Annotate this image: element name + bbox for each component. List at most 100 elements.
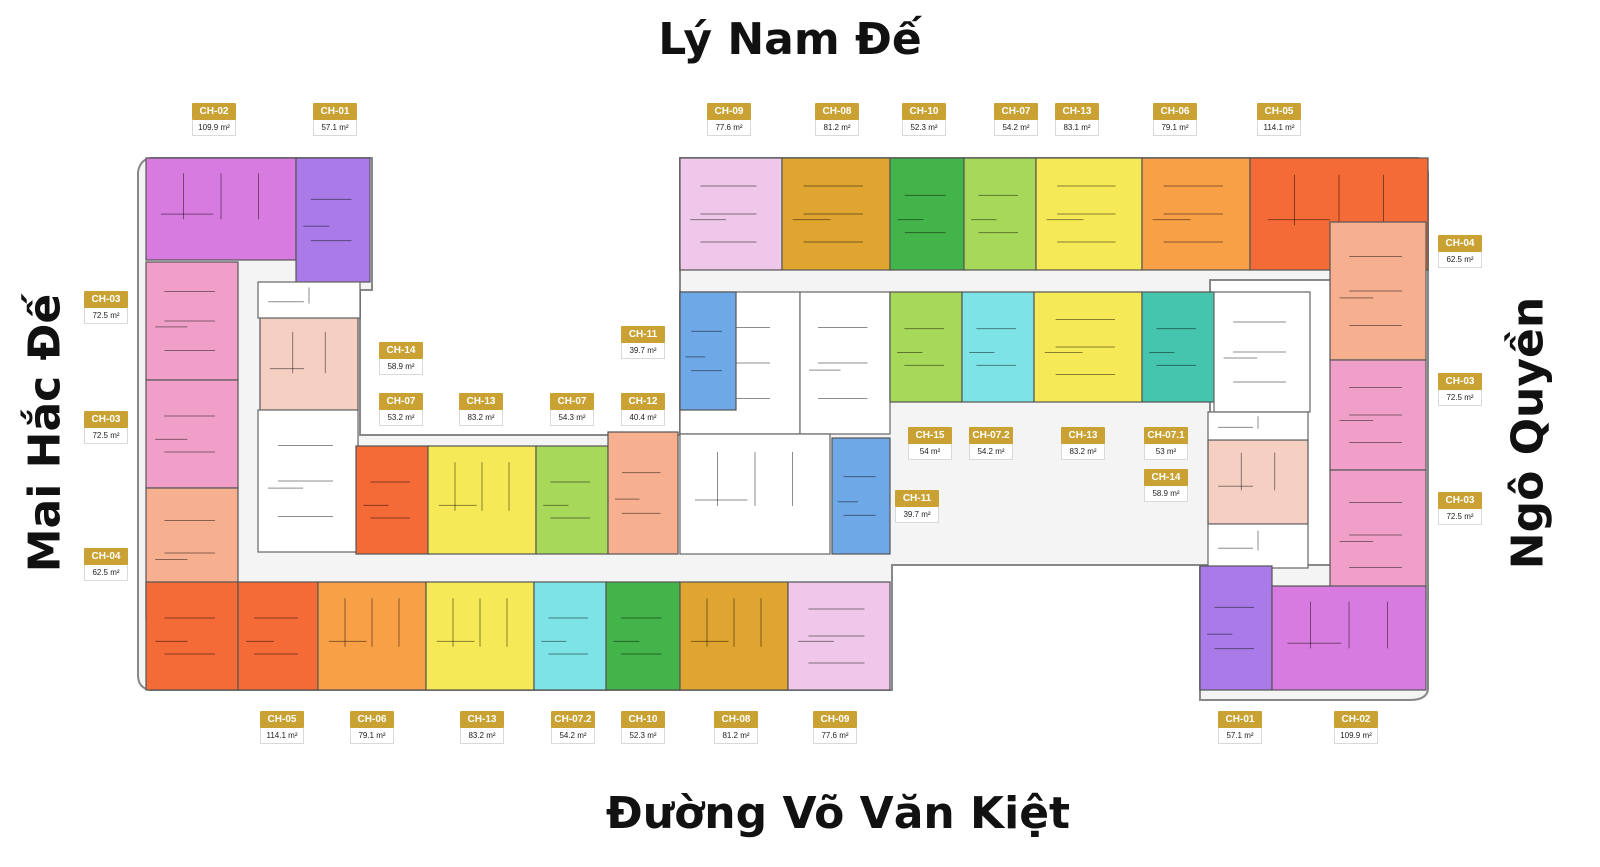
core-center-lower	[679, 433, 831, 555]
unit-code: CH-03	[84, 291, 128, 308]
unit-ch-05-bottom-a	[145, 581, 239, 691]
unit-code: CH-10	[621, 711, 665, 728]
unit-ch-02-top	[145, 157, 297, 261]
unit-ch-11-lower-walls	[837, 476, 876, 516]
unit-ch-03-right-a-walls	[1339, 387, 1402, 443]
unit-code: CH-11	[895, 490, 939, 507]
core-right-walls	[1223, 321, 1286, 383]
unit-area: 58.9 m²	[1144, 486, 1188, 502]
core-center	[799, 291, 891, 435]
unit-ch-05-top-walls	[1267, 174, 1384, 226]
unit-ch-07-top-walls	[971, 194, 1018, 234]
unit-ch-09-top	[679, 157, 783, 271]
unit-ch-02-bottom-walls	[1287, 601, 1388, 649]
unit-code: CH-04	[84, 548, 128, 565]
unit-area: 83.2 m²	[460, 728, 504, 744]
unit-area: 72.5 m²	[84, 308, 128, 324]
core-left-top-walls	[268, 287, 310, 304]
unit-ch-01-top	[295, 157, 371, 283]
unit-ch-01-bottom-walls	[1207, 606, 1254, 650]
street-label-bottom: Đường Võ Văn Kiệt	[605, 788, 1071, 839]
unit-area: 58.9 m²	[379, 359, 423, 375]
unit-area: 109.9 m²	[1334, 728, 1378, 744]
unit-ch-13-top	[1035, 157, 1143, 271]
unit-ch-02-top-walls	[161, 173, 259, 220]
unit-area: 54.2 m²	[994, 120, 1038, 136]
core-right-lower	[1207, 523, 1309, 569]
unit-ch-03-left-b	[145, 379, 239, 489]
unit-area: 39.7 m²	[895, 507, 939, 523]
unit-ch-11-center-walls	[685, 330, 722, 372]
unit-ch-14-right-walls	[1218, 452, 1276, 491]
unit-ch-11-center	[679, 291, 737, 411]
unit-ch-07-mid-b	[535, 445, 609, 555]
unit-code: CH-07	[994, 103, 1038, 120]
unit-ch-03-right-b-walls	[1339, 502, 1402, 568]
unit-ch-15	[889, 291, 963, 403]
unit-ch-03-right-a	[1329, 359, 1427, 471]
unit-code: CH-14	[379, 342, 423, 359]
unit-ch-06-bottom	[317, 581, 427, 691]
unit-ch-05-bottom-a-walls	[155, 617, 215, 655]
core-left-stair-walls	[268, 445, 333, 517]
unit-ch-05-bottom-b	[237, 581, 319, 691]
unit-code: CH-08	[815, 103, 859, 120]
unit-ch-06-top-walls	[1152, 185, 1223, 243]
unit-code: CH-03	[84, 411, 128, 428]
unit-area: 52.3 m²	[902, 120, 946, 136]
unit-area: 54.2 m²	[969, 444, 1013, 460]
unit-area: 83.2 m²	[1061, 444, 1105, 460]
unit-code: CH-01	[1218, 711, 1262, 728]
unit-ch-10-bottom	[605, 581, 681, 691]
unit-code: CH-01	[313, 103, 357, 120]
unit-ch-10-top	[889, 157, 965, 271]
unit-area: 83.2 m²	[459, 410, 503, 426]
unit-ch-08-bottom	[679, 581, 789, 691]
unit-ch-03-left-b-walls	[155, 415, 215, 453]
unit-code: CH-08	[714, 711, 758, 728]
unit-ch-12-walls	[615, 472, 661, 514]
unit-ch-14-left	[259, 317, 359, 411]
unit-ch-14-right	[1207, 439, 1309, 525]
unit-area: 57.1 m²	[313, 120, 357, 136]
unit-ch-11-lower	[831, 437, 891, 555]
unit-ch-04-right	[1329, 221, 1427, 361]
unit-area: 109.9 m²	[192, 120, 236, 136]
unit-area: 54.2 m²	[551, 728, 595, 744]
unit-ch-13-mid-walls	[438, 462, 510, 511]
unit-ch-13-inner	[1033, 291, 1143, 403]
unit-ch-13-inner-walls	[1044, 319, 1115, 375]
unit-ch-12	[607, 431, 679, 555]
unit-ch-13-top-walls	[1046, 185, 1116, 243]
unit-ch-03-left-a-walls	[155, 291, 215, 351]
unit-ch-05-bottom-b-walls	[246, 617, 298, 655]
unit-code: CH-14	[1144, 469, 1188, 486]
unit-area: 79.1 m²	[1153, 120, 1197, 136]
core-right-mid	[1207, 411, 1309, 441]
unit-area: 83.1 m²	[1055, 120, 1099, 136]
unit-area: 57.1 m²	[1218, 728, 1262, 744]
